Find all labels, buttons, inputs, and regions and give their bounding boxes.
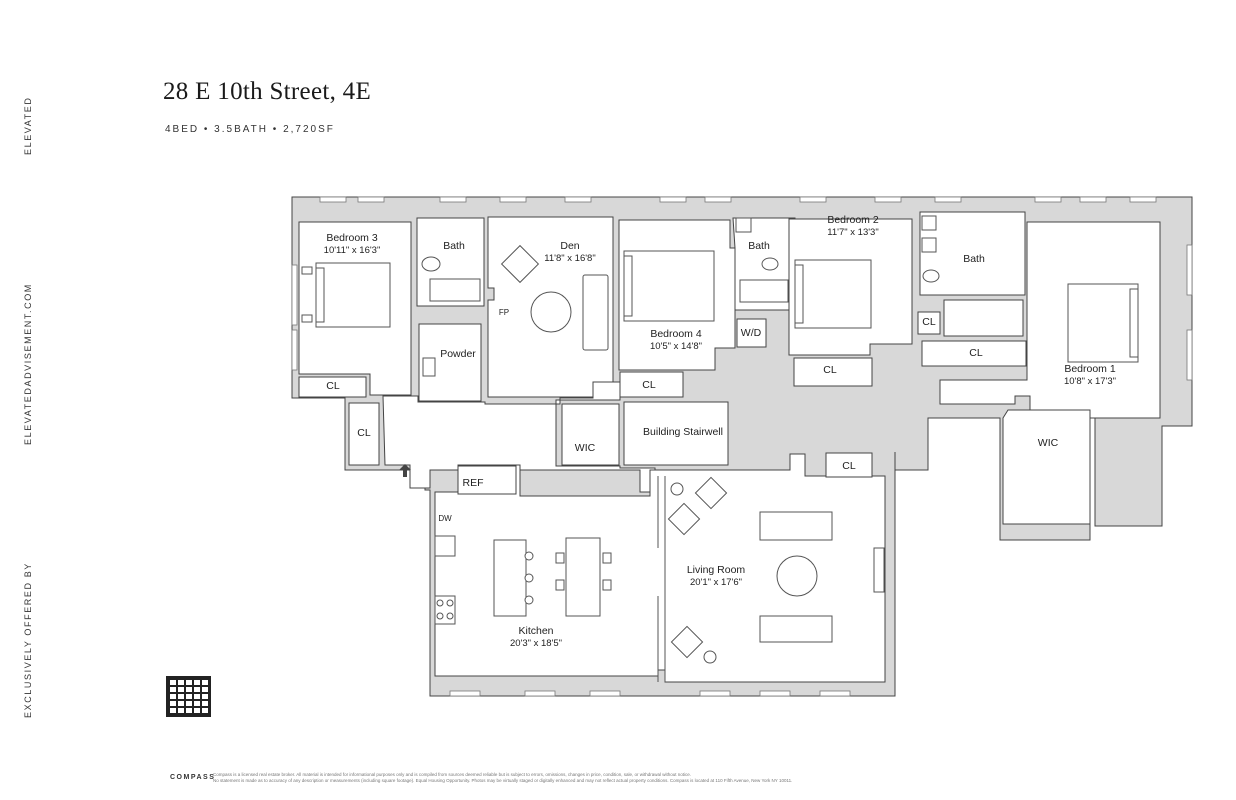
label-washer-dryer: W/D [741, 327, 762, 339]
compass-logo: COMPASS [170, 774, 216, 781]
label-bedroom-4: Bedroom 4 [650, 328, 702, 340]
listing-address: 28 E 10th Street, 4E [163, 78, 372, 105]
furniture [301, 215, 1139, 664]
listing-summary: 4BED • 3.5BATH • 2,720SF [165, 124, 335, 135]
dim-den: 11'8" x 16'8" [544, 253, 595, 264]
label-closet-6: CL [969, 347, 983, 359]
label-bedroom-2: Bedroom 2 [827, 214, 879, 226]
label-closet-3: CL [642, 379, 656, 391]
dim-kitchen: 20'3" x 18'5" [510, 638, 562, 649]
dim-bedroom-2: 11'7" x 13'3" [827, 227, 878, 238]
label-living-room: Living Room [687, 564, 746, 576]
label-den: Den [560, 240, 579, 252]
label-dishwasher: DW [438, 514, 452, 523]
label-bedroom-1: Bedroom 1 [1064, 363, 1116, 375]
elevated-logo-icon [166, 676, 211, 717]
dim-living-room: 20'1" x 17'6" [690, 577, 742, 588]
dim-bedroom-1: 10'8" x 17'3" [1064, 376, 1116, 387]
label-bedroom-3: Bedroom 3 [326, 232, 378, 244]
label-bath-b: Bath [748, 240, 770, 252]
label-closet-5: CL [922, 316, 936, 328]
disclaimer-line-2: No statement is made as to accuracy of a… [213, 778, 793, 783]
entry-arrow-icon [399, 464, 411, 477]
label-closet-4: CL [823, 364, 837, 376]
label-fireplace: FP [499, 308, 509, 317]
dim-bedroom-3: 10'11" x 16'3" [324, 245, 381, 256]
label-closet-7: CL [842, 460, 856, 472]
label-bath-a: Bath [443, 240, 465, 252]
label-closet-1: CL [326, 380, 340, 392]
label-kitchen: Kitchen [518, 625, 553, 637]
windows [291, 196, 1193, 697]
label-refrigerator: REF [463, 477, 484, 489]
disclaimer-line-1: Compass is a licensed real estate broker… [213, 772, 691, 777]
label-bath-c: Bath [963, 253, 985, 265]
room-labels: Bedroom 3 10'11" x 16'3" Bath Powder Den… [324, 214, 1116, 649]
label-closet-2: CL [357, 427, 371, 439]
label-wic-b: WIC [1038, 437, 1059, 449]
footer-disclaimer: Compass is a licensed real estate broker… [213, 772, 833, 784]
label-stairwell: Building Stairwell [643, 426, 723, 438]
label-powder: Powder [440, 348, 476, 360]
label-wic-a: WIC [575, 442, 596, 454]
dim-bedroom-4: 10'5" x 14'8" [650, 341, 702, 352]
